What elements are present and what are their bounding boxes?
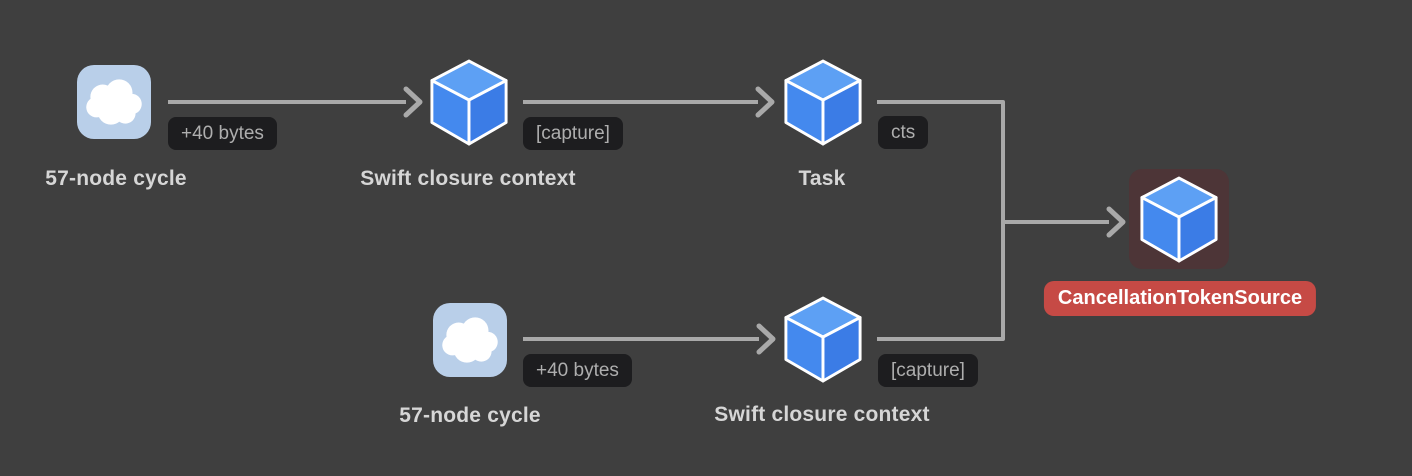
cube-glyph: [782, 58, 864, 148]
cube-icon[interactable]: [1138, 175, 1220, 265]
arrowhead-icon: [755, 86, 775, 118]
arrowhead-icon: [1106, 206, 1126, 238]
cancellation-token-source-badge: CancellationTokenSource: [1043, 281, 1317, 316]
cube-icon[interactable]: [782, 295, 864, 385]
arrowhead-icon: [403, 86, 423, 118]
cube-glyph: [782, 295, 864, 385]
edge-badge-bytes-bottom: +40 bytes: [523, 354, 632, 387]
node-label-cycle-bottom: 57-node cycle: [399, 404, 541, 427]
edge-badge-bytes-top: +40 bytes: [168, 117, 277, 150]
cloud-icon[interactable]: [77, 65, 151, 139]
node-label-closure-bottom: Swift closure context: [714, 403, 930, 426]
cloud-glyph: [433, 303, 507, 377]
cube-icon[interactable]: [782, 58, 864, 148]
node-label-closure-top: Swift closure context: [360, 167, 576, 190]
cube-icon[interactable]: [428, 58, 510, 148]
edge-badge-capture-bottom: [capture]: [878, 354, 978, 387]
node-label-task: Task: [798, 167, 846, 190]
arrowhead-icon: [756, 323, 776, 355]
cloud-icon[interactable]: [433, 303, 507, 377]
cube-glyph: [1138, 175, 1220, 265]
edge-badge-capture-top: [capture]: [523, 117, 623, 150]
node-label-cycle-top: 57-node cycle: [45, 167, 187, 190]
cube-glyph: [428, 58, 510, 148]
edge-badge-cts: cts: [878, 116, 929, 149]
cloud-glyph: [77, 65, 151, 139]
